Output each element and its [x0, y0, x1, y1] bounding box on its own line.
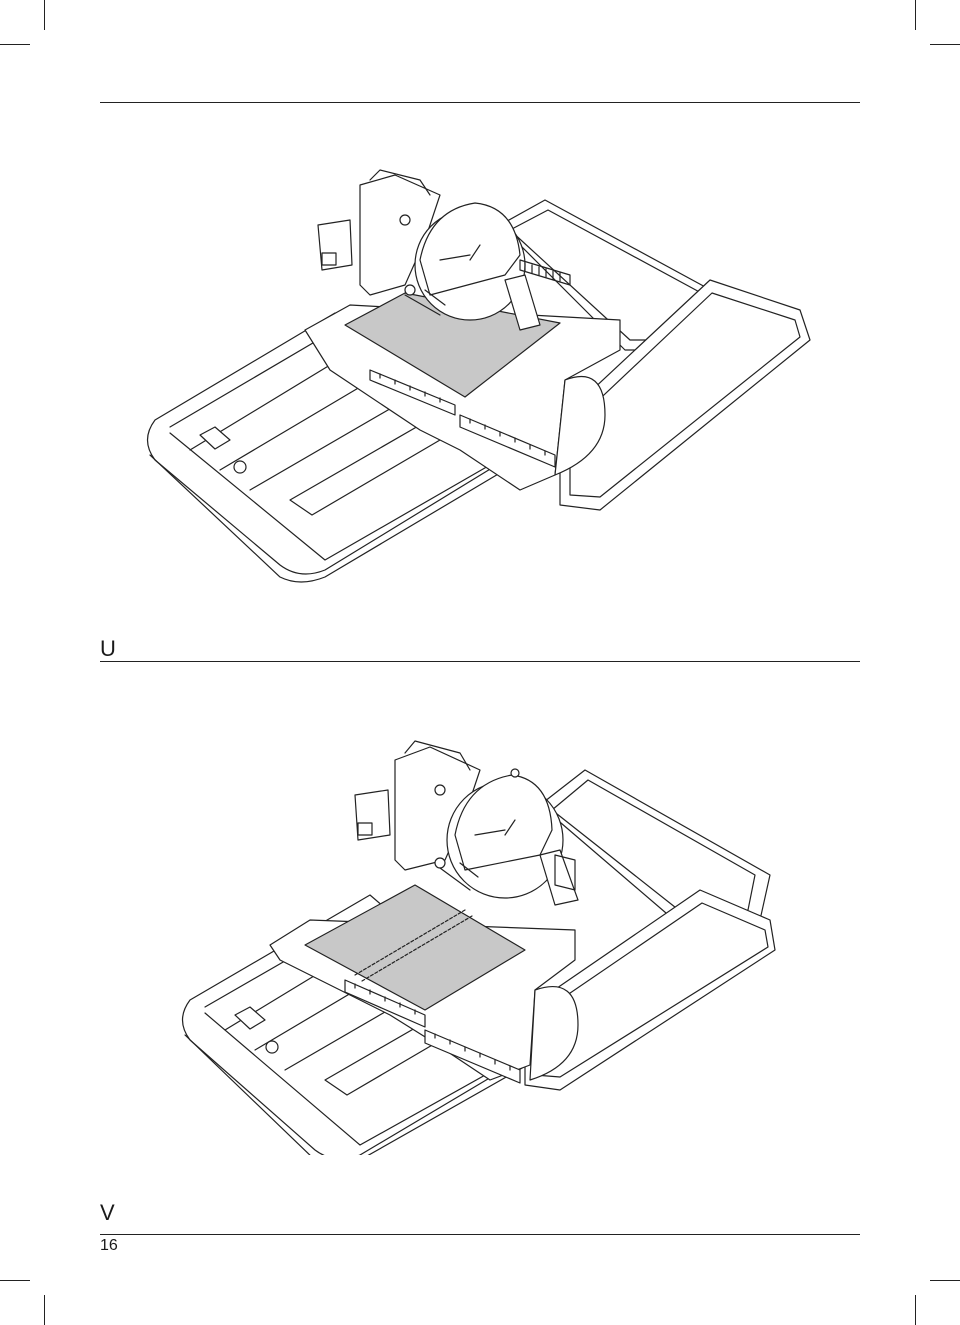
- crop-mark-bl-v: [44, 1295, 45, 1325]
- crop-mark-br-h: [930, 1280, 960, 1281]
- blade-guard: [420, 203, 520, 295]
- figure-v-rule: [100, 1234, 860, 1235]
- handle: [405, 741, 470, 770]
- page-number: 16: [100, 1237, 118, 1254]
- ruler: [345, 980, 425, 1027]
- tile: [345, 293, 560, 397]
- extension-table: [560, 280, 810, 510]
- figure-u-illustration: [0, 165, 960, 595]
- fence-brush: [520, 260, 570, 285]
- knob-icon: [400, 215, 410, 225]
- extension-table: [525, 890, 775, 1090]
- crop-mark-tr-v: [915, 0, 916, 30]
- fence-brush: [555, 855, 575, 890]
- figure-v-label: V: [100, 1200, 115, 1225]
- splash-guard: [555, 377, 605, 475]
- tile: [305, 885, 525, 1010]
- crop-mark-br-v: [915, 1295, 916, 1325]
- crop-mark-tr-h: [930, 44, 960, 45]
- ruler: [370, 370, 455, 415]
- knob-icon: [511, 769, 519, 777]
- knob-icon: [266, 1041, 278, 1053]
- figure-u-rule: [100, 661, 860, 662]
- crop-mark-tl-h: [0, 44, 30, 45]
- crop-mark-bl-h: [0, 1280, 30, 1281]
- figure-v-illustration: [0, 735, 960, 1155]
- splash-guard: [530, 987, 578, 1080]
- knob-icon: [405, 285, 415, 295]
- handle: [370, 170, 430, 195]
- knob-icon: [435, 858, 445, 868]
- ruler: [460, 415, 555, 467]
- knob-icon: [234, 461, 246, 473]
- ruler: [425, 1030, 520, 1083]
- crop-mark-tl-v: [44, 0, 45, 30]
- top-rule: [100, 102, 860, 103]
- knob-icon: [435, 785, 445, 795]
- figure-u-label: U: [100, 636, 116, 661]
- water-tray: [540, 770, 770, 925]
- base-tray: [148, 313, 506, 574]
